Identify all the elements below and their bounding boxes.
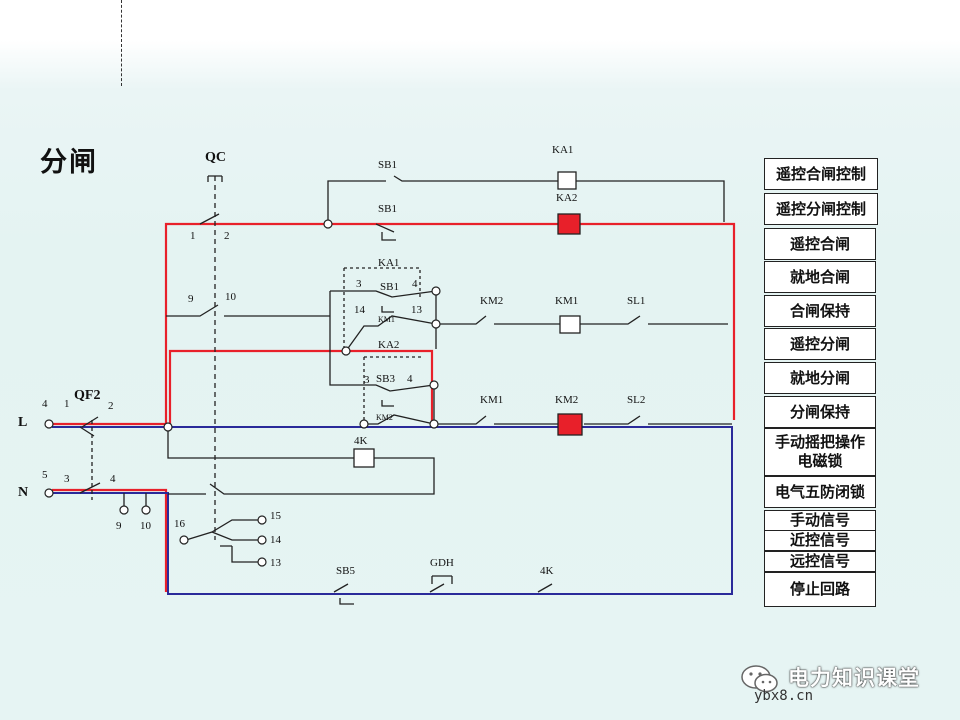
label-4k-coil: 4K xyxy=(354,435,368,447)
relay-coils xyxy=(353,171,583,468)
label-n10: 10 xyxy=(225,291,237,303)
control-wires xyxy=(79,175,732,605)
label-km2-small: KM2 xyxy=(376,413,393,422)
terminal-node xyxy=(44,419,54,429)
label-sw-n14: 14 xyxy=(270,534,282,546)
label-ka1-n4: 4 xyxy=(412,278,418,290)
ka2-coil-icon xyxy=(557,213,581,235)
label-km2-coil: KM2 xyxy=(555,394,578,406)
label-km2-contact: KM2 xyxy=(480,295,503,307)
label-n1: 1 xyxy=(190,230,196,242)
label-line-n: N xyxy=(18,485,28,500)
watermark: 电力知识课堂 ybx8.cn xyxy=(736,660,946,710)
label-qf-n5: 5 xyxy=(42,469,48,481)
label-qf-n4: 4 xyxy=(42,398,48,410)
label-sb5: SB5 xyxy=(336,565,355,577)
terminal-node xyxy=(179,535,189,545)
terminal-node xyxy=(257,557,267,567)
label-sw-n15: 15 xyxy=(270,510,282,522)
label-qf-n3: 3 xyxy=(64,473,70,485)
label-ka1-coil: KA1 xyxy=(552,144,573,156)
label-n2: 2 xyxy=(224,230,230,242)
terminal-node xyxy=(359,419,369,429)
label-sl2: SL2 xyxy=(627,394,645,406)
terminal-node xyxy=(431,319,441,329)
terminal-node xyxy=(323,219,333,229)
terminal-node xyxy=(257,535,267,545)
wechat-icon xyxy=(741,665,778,693)
label-bot-n10: 10 xyxy=(140,520,152,532)
label-qf-n4b: 4 xyxy=(110,473,116,485)
top-dashed-guide xyxy=(121,0,122,86)
label-ka1-n13: 13 xyxy=(411,304,423,316)
label-sw-n13: 13 xyxy=(270,557,282,569)
label-sb3-n4: 4 xyxy=(407,373,413,385)
diagram-labels: QC QF2 L N SB1 SB1 SB1 SB3 SB5 KA1 KA2 K… xyxy=(18,144,645,577)
ka1-coil-icon xyxy=(557,171,577,190)
label-qf2: QF2 xyxy=(74,388,100,403)
label-sb3: SB3 xyxy=(376,373,395,385)
label-bot-n9: 9 xyxy=(116,520,122,532)
label-ka1-contact: KA1 xyxy=(378,257,399,269)
terminal-node xyxy=(163,422,173,432)
phase-wires xyxy=(52,222,736,592)
km1-coil-icon xyxy=(559,315,581,334)
label-4k-contact: 4K xyxy=(540,565,554,577)
label-ka1-n3: 3 xyxy=(356,278,362,290)
label-km1-small: KM1 xyxy=(378,315,395,324)
neutral-wires xyxy=(52,426,733,595)
watermark-brand: 电力知识课堂 xyxy=(788,666,920,690)
terminal-node xyxy=(431,286,441,296)
terminal-nodes xyxy=(44,219,441,567)
label-km1-contact: KM1 xyxy=(480,394,503,406)
terminal-node xyxy=(44,488,54,498)
km2-coil-icon xyxy=(557,413,583,436)
label-ka2-contact: KA2 xyxy=(378,339,399,351)
label-qc: QC xyxy=(205,150,226,165)
page-title: 分闸 xyxy=(40,147,98,178)
label-gdh: GDH xyxy=(430,557,454,569)
label-sb1-low: SB1 xyxy=(380,281,399,293)
label-ka1-n14: 14 xyxy=(354,304,366,316)
terminal-node xyxy=(141,505,151,515)
watermark-url: ybx8.cn xyxy=(754,688,814,704)
label-ka2-coil: KA2 xyxy=(556,192,577,204)
label-line-l: L xyxy=(18,415,27,430)
label-sl1: SL1 xyxy=(627,295,645,307)
label-qf-n1: 1 xyxy=(64,398,70,410)
terminal-node xyxy=(429,419,439,429)
k4-coil-icon xyxy=(353,448,375,468)
terminal-node xyxy=(257,515,267,525)
label-sb3-n3: 3 xyxy=(364,374,370,386)
label-n9: 9 xyxy=(188,293,194,305)
label-sw-n16: 16 xyxy=(174,518,186,530)
label-sb1-mid: SB1 xyxy=(378,203,397,215)
terminal-node xyxy=(341,346,351,356)
label-sb1-top: SB1 xyxy=(378,159,397,171)
terminal-node xyxy=(119,505,129,515)
label-qf-n2: 2 xyxy=(108,400,114,412)
label-km1-coil: KM1 xyxy=(555,295,578,307)
terminal-node xyxy=(429,380,439,390)
